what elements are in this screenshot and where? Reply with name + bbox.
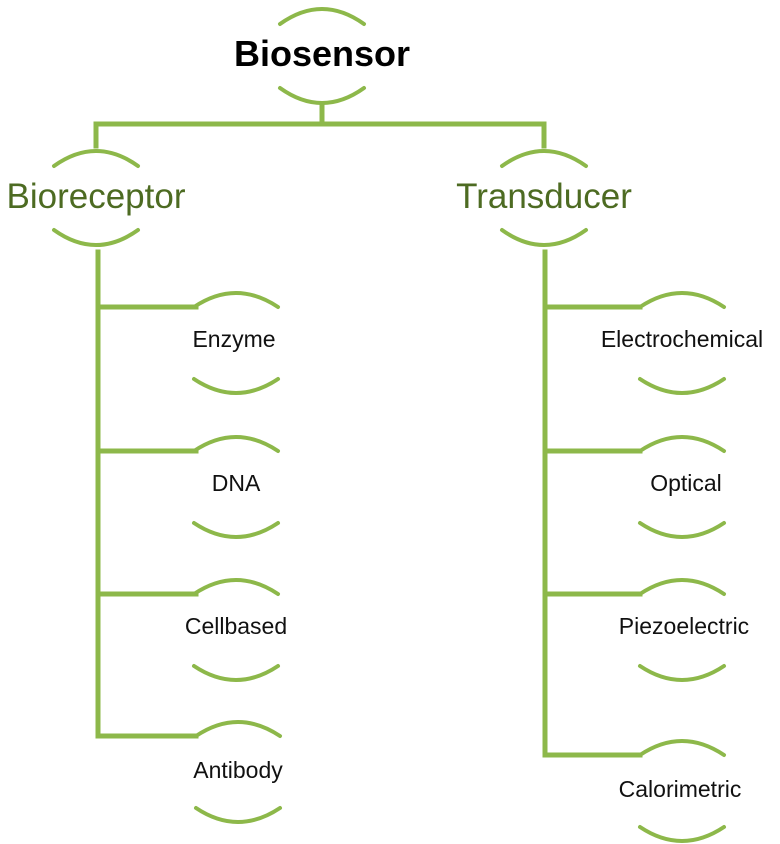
transducer-leaf-2-top-arc — [638, 578, 726, 596]
bioreceptor-top-arc — [52, 149, 140, 168]
bioreceptor-leaf-1-top-arc — [192, 435, 280, 453]
leaf-label-optical: Optical — [650, 470, 722, 496]
bioreceptor-leaf-3-top-arc — [194, 720, 282, 738]
bioreceptor-leaf-2-top-arc — [192, 578, 280, 596]
transducer-leaf-3-top-arc — [638, 739, 726, 757]
connectors — [93, 101, 643, 758]
leaf-label-cellbased: Cellbased — [185, 613, 287, 639]
transducer-leaf-3-bottom-arc — [638, 825, 726, 843]
transducer-leaf-1-top-arc — [638, 435, 726, 453]
transducer-leaf-2-bottom-arc — [638, 664, 726, 682]
leaf-label-piezoelectric: Piezoelectric — [619, 613, 749, 639]
leaf-label-antibody: Antibody — [193, 757, 283, 783]
transducer-leaf-1-bottom-arc — [638, 521, 726, 539]
root-top-arc — [278, 7, 366, 26]
transducer-bottom-arc — [500, 228, 588, 247]
leaf-label-dna: DNA — [212, 470, 261, 496]
bioreceptor-leaf-1-bottom-arc — [192, 521, 280, 539]
transducer-top-arc — [500, 149, 588, 168]
root-branch-connector — [93, 121, 547, 149]
bioreceptor-leaf-0-bottom-arc — [192, 377, 280, 395]
bioreceptor-leaf-0-top-arc — [192, 291, 280, 309]
root-label: Biosensor — [234, 33, 410, 74]
decorative-arcs — [52, 7, 726, 843]
bioreceptor-leaf-3-bottom-arc — [194, 806, 282, 824]
leaf-label-calorimetric: Calorimetric — [619, 776, 742, 802]
bioreceptor-bottom-arc — [52, 228, 140, 247]
bioreceptor-leaf-2-bottom-arc — [192, 664, 280, 682]
branch-label-transducer: Transducer — [456, 177, 632, 216]
root-bottom-arc — [278, 86, 366, 105]
leaf-label-electrochemical: Electrochemical — [601, 326, 763, 352]
leaf-label-enzyme: Enzyme — [192, 326, 275, 352]
transducer-leaf-0-top-arc — [638, 291, 726, 309]
transducer-leaf-0-bottom-arc — [638, 377, 726, 395]
branch-label-bioreceptor: Bioreceptor — [7, 177, 186, 216]
